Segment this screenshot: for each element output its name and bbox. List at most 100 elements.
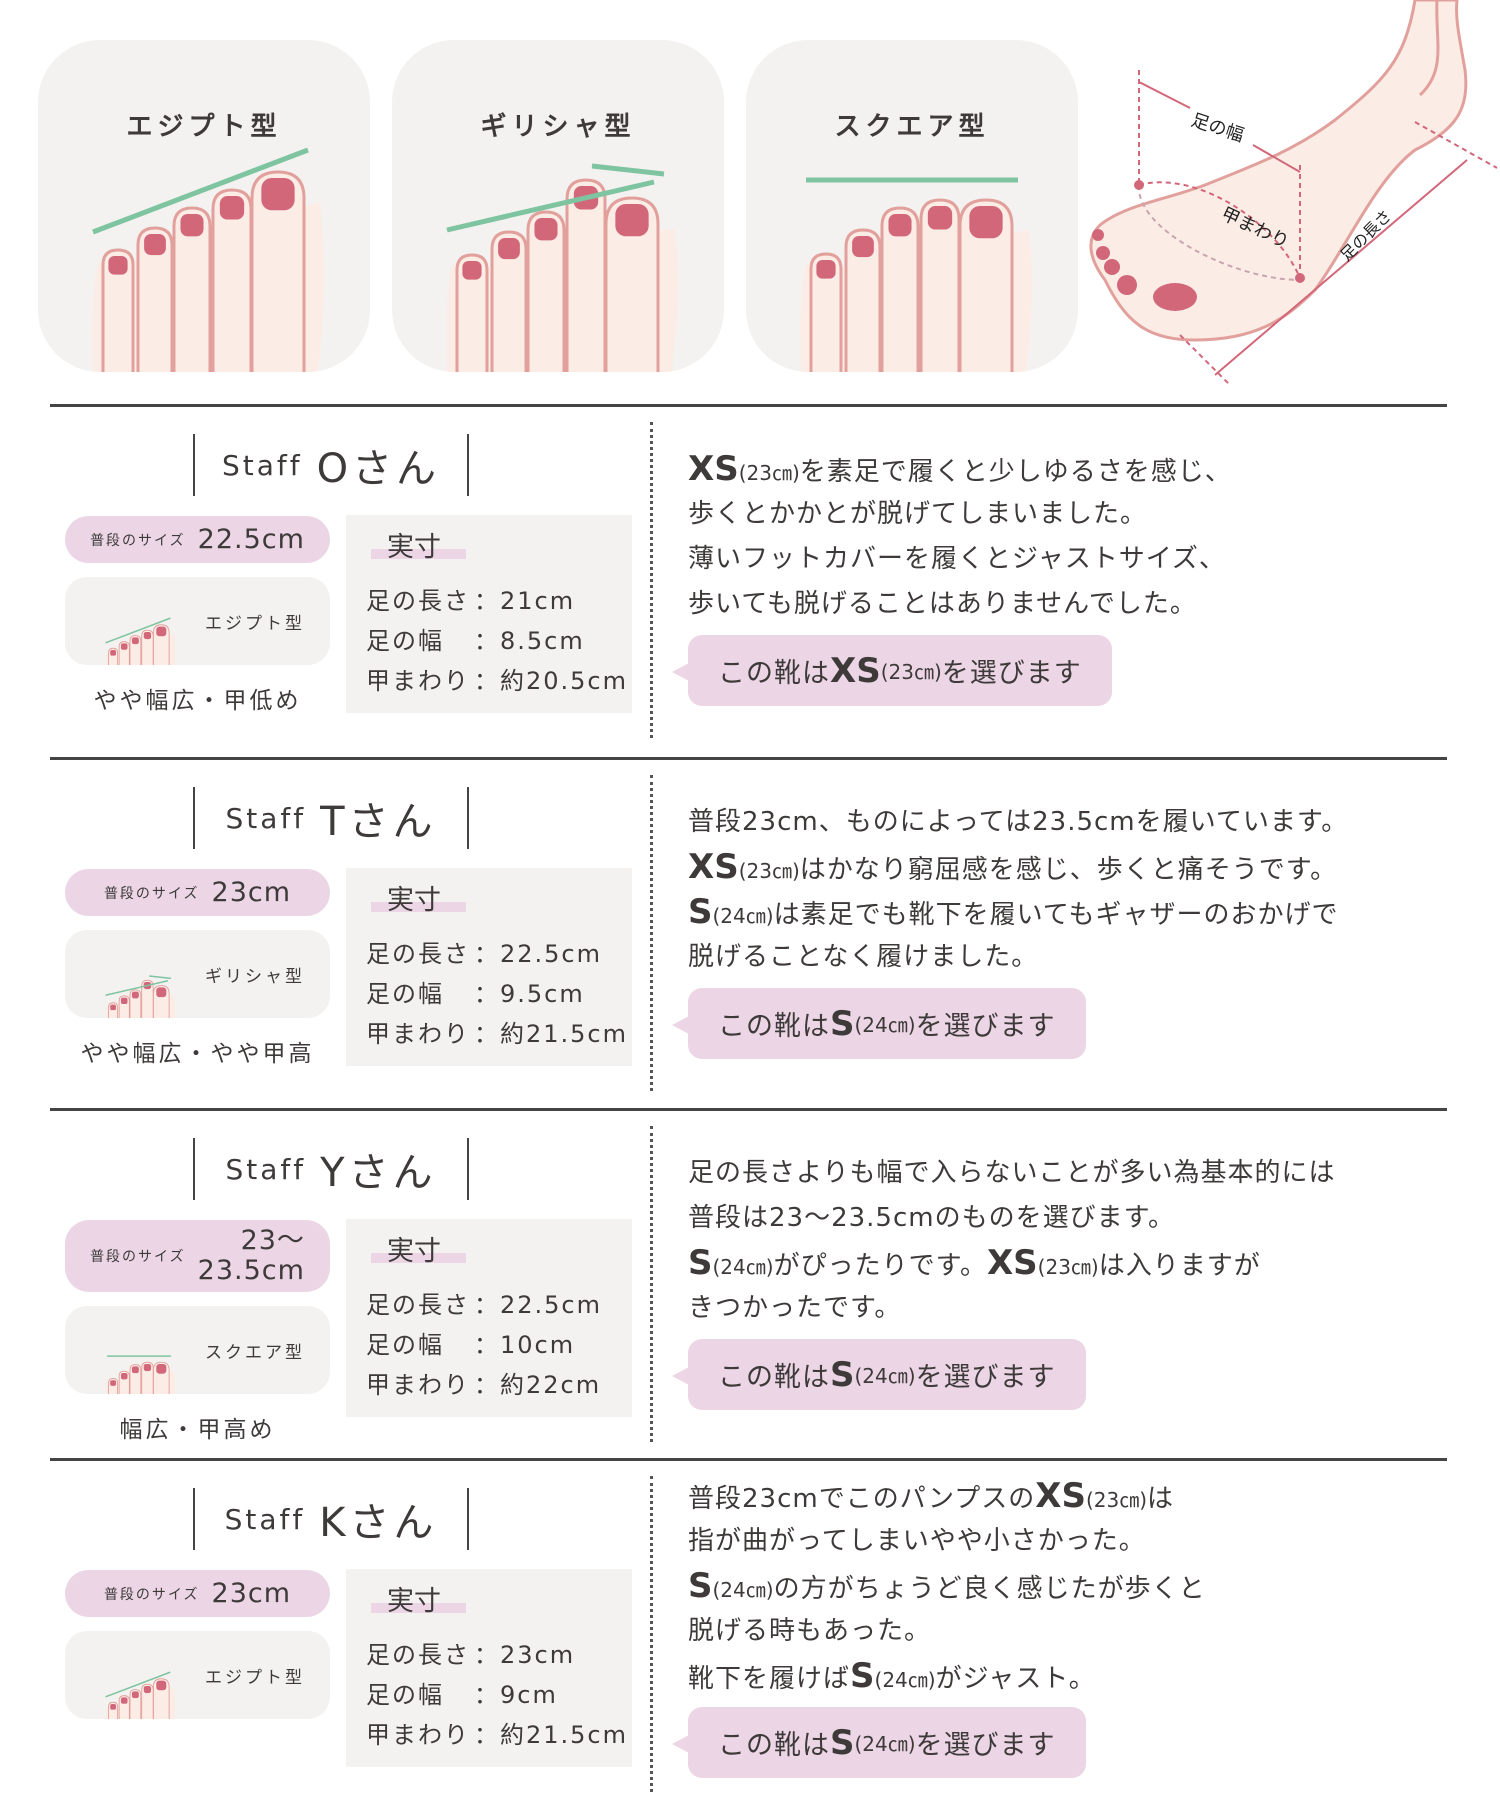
measurement-row: 甲まわり：約21.5cm xyxy=(366,1715,628,1750)
staff-suffix: さん xyxy=(348,799,437,845)
size-code: S xyxy=(688,1243,713,1283)
measurement-row: 甲まわり：約21.5cm xyxy=(366,1014,628,1049)
verdict-text: この靴は xyxy=(718,1011,830,1042)
measurement-box: 実寸足の長さ：21cm 足の幅：8.5cm 甲まわり：約20.5cm xyxy=(346,515,632,713)
measurement-value: ：21cm xyxy=(474,587,576,615)
size-code: XS xyxy=(688,449,739,489)
measurement-title: 実寸 xyxy=(387,532,441,563)
staff-initial: T xyxy=(320,799,349,845)
toe-type-title: ギリシャ型 xyxy=(480,112,636,142)
verdict-text: を選びます xyxy=(915,1011,1056,1042)
measurement-label: 足の長さ xyxy=(366,1291,470,1319)
staff-label: Staff xyxy=(224,1502,306,1536)
verdict-text: を選びます xyxy=(941,658,1082,689)
staff-initial: Y xyxy=(320,1150,349,1196)
usual-size-value: 23～ 23.5cm xyxy=(197,1225,305,1286)
staff-suffix: さん xyxy=(352,446,441,492)
comment-line: S(24㎝)の方がちょうど良く感じたが歩くと xyxy=(688,1564,1448,1609)
measurement-row: 足の長さ：21cm xyxy=(366,581,575,616)
usual-size-label: 普段のサイズ xyxy=(90,532,186,549)
measurement-row: 足の幅：8.5cm xyxy=(366,621,585,656)
measurement-title: 実寸 xyxy=(387,1586,441,1617)
staff-title: Staff Tさん xyxy=(193,787,469,849)
measurement-value: ：8.5cm xyxy=(474,627,585,655)
measurement-title: 実寸 xyxy=(387,1236,441,1267)
measurement-label: 足の幅 xyxy=(366,1331,444,1359)
comment-text: (24㎝) xyxy=(712,1578,774,1602)
measurement-label: 甲まわり xyxy=(366,1371,470,1399)
comment-text: きつかったです。 xyxy=(688,1293,902,1323)
comment-line: 普段は23～23.5cmのものを選びます。 xyxy=(688,1196,1448,1241)
size-code: S xyxy=(688,1566,713,1606)
staff-name: Kさん xyxy=(319,1490,437,1548)
section-divider xyxy=(50,1108,1447,1111)
staff-name: Tさん xyxy=(320,789,436,847)
comment-text: (23㎝) xyxy=(1037,1255,1099,1279)
toe-type-label: スクエア型 xyxy=(205,1342,305,1363)
measurement-label: 甲まわり xyxy=(366,667,470,695)
measurement-heading: 実寸 xyxy=(371,523,466,563)
toe-illustration-egypt xyxy=(105,617,176,665)
size-code: S xyxy=(688,892,713,932)
section-divider xyxy=(50,1458,1447,1461)
usual-size-value: 23cm xyxy=(211,1577,292,1609)
dotted-divider xyxy=(650,1476,653,1792)
measurement-label: 足の長さ xyxy=(366,587,470,615)
measurement-row: 甲まわり：約22cm xyxy=(366,1365,601,1400)
measurement-value: ：9.5cm xyxy=(474,980,585,1008)
toe-illustration-greek xyxy=(446,163,679,372)
staff-initial: O xyxy=(316,446,353,492)
staff-comment: XS(23㎝)を素足で履くと少しゆるさを感じ、歩くとかかとが脱げてしまいました。… xyxy=(672,447,1448,706)
staff-label: Staff xyxy=(225,801,307,835)
comment-line: S(24㎝)は素足でも靴下を履いてもギャザーのおかげで xyxy=(688,890,1448,935)
verdict-text: この靴は xyxy=(718,1362,830,1393)
toe-type-card-square: スクエア型 xyxy=(746,40,1078,372)
comment-text: 足の長さよりも幅で入らないことが多い為基本的には xyxy=(688,1158,1336,1188)
measurement-label: 足の幅 xyxy=(366,1681,444,1709)
comment-line: 普段23cmでこのパンプスのXS(23㎝)は xyxy=(688,1474,1448,1519)
toe-type-card-egypt: エジプト型 xyxy=(38,40,370,372)
verdict-text: を選びます xyxy=(915,1362,1056,1393)
measurement-row: 足の幅：9.5cm xyxy=(366,974,585,1009)
dotted-divider xyxy=(650,422,653,738)
comment-text: は xyxy=(1147,1484,1175,1514)
foot-description: やや幅広・甲低め xyxy=(93,688,302,714)
size-code: S xyxy=(850,1656,875,1696)
measurement-value: ：約21.5cm xyxy=(474,1721,629,1749)
staff-comment: 普段23cmでこのパンプスのXS(23㎝)は指が曲がってしまいやや小さかった。 S… xyxy=(672,1474,1448,1778)
heading-underline xyxy=(371,902,466,912)
comment-text: 指が曲がってしまいやや小さかった。 xyxy=(688,1526,1146,1556)
comment-text: (24㎝) xyxy=(712,904,774,928)
staff-label: Staff xyxy=(225,1152,307,1186)
heading-underline xyxy=(371,1253,466,1263)
comment-line: 脱げる時もあった。 xyxy=(688,1609,1448,1654)
foot-description: 幅広・甲高め xyxy=(119,1417,276,1443)
comment-line: 靴下を履けばS(24㎝)がジャスト。 xyxy=(688,1654,1448,1699)
measurement-label: 甲まわり xyxy=(366,1020,470,1048)
usual-size-value: 22.5cm xyxy=(197,523,305,555)
toe-type-card: エジプト型 xyxy=(65,577,330,665)
toe-illustration-square xyxy=(105,1355,176,1394)
usual-size-label: 普段のサイズ xyxy=(103,885,200,902)
dotted-divider xyxy=(650,775,653,1091)
measurement-value: ：23cm xyxy=(474,1641,576,1669)
measurement-value: ：約20.5cm xyxy=(474,667,629,695)
usual-size-label: 普段のサイズ xyxy=(103,1586,200,1603)
size-code: S xyxy=(830,1722,855,1763)
comment-text: (23㎝) xyxy=(1085,1488,1147,1512)
comment-text: の方がちょうど良く感じたが歩くと xyxy=(773,1574,1206,1604)
staff-suffix: さん xyxy=(349,1500,438,1546)
comment-line: XS(23㎝)を素足で履くと少しゆるさを感じ、 xyxy=(688,447,1448,492)
staff-profile: 普段のサイズ 22.5cm エジプト型やや幅広・甲低め xyxy=(65,516,330,715)
